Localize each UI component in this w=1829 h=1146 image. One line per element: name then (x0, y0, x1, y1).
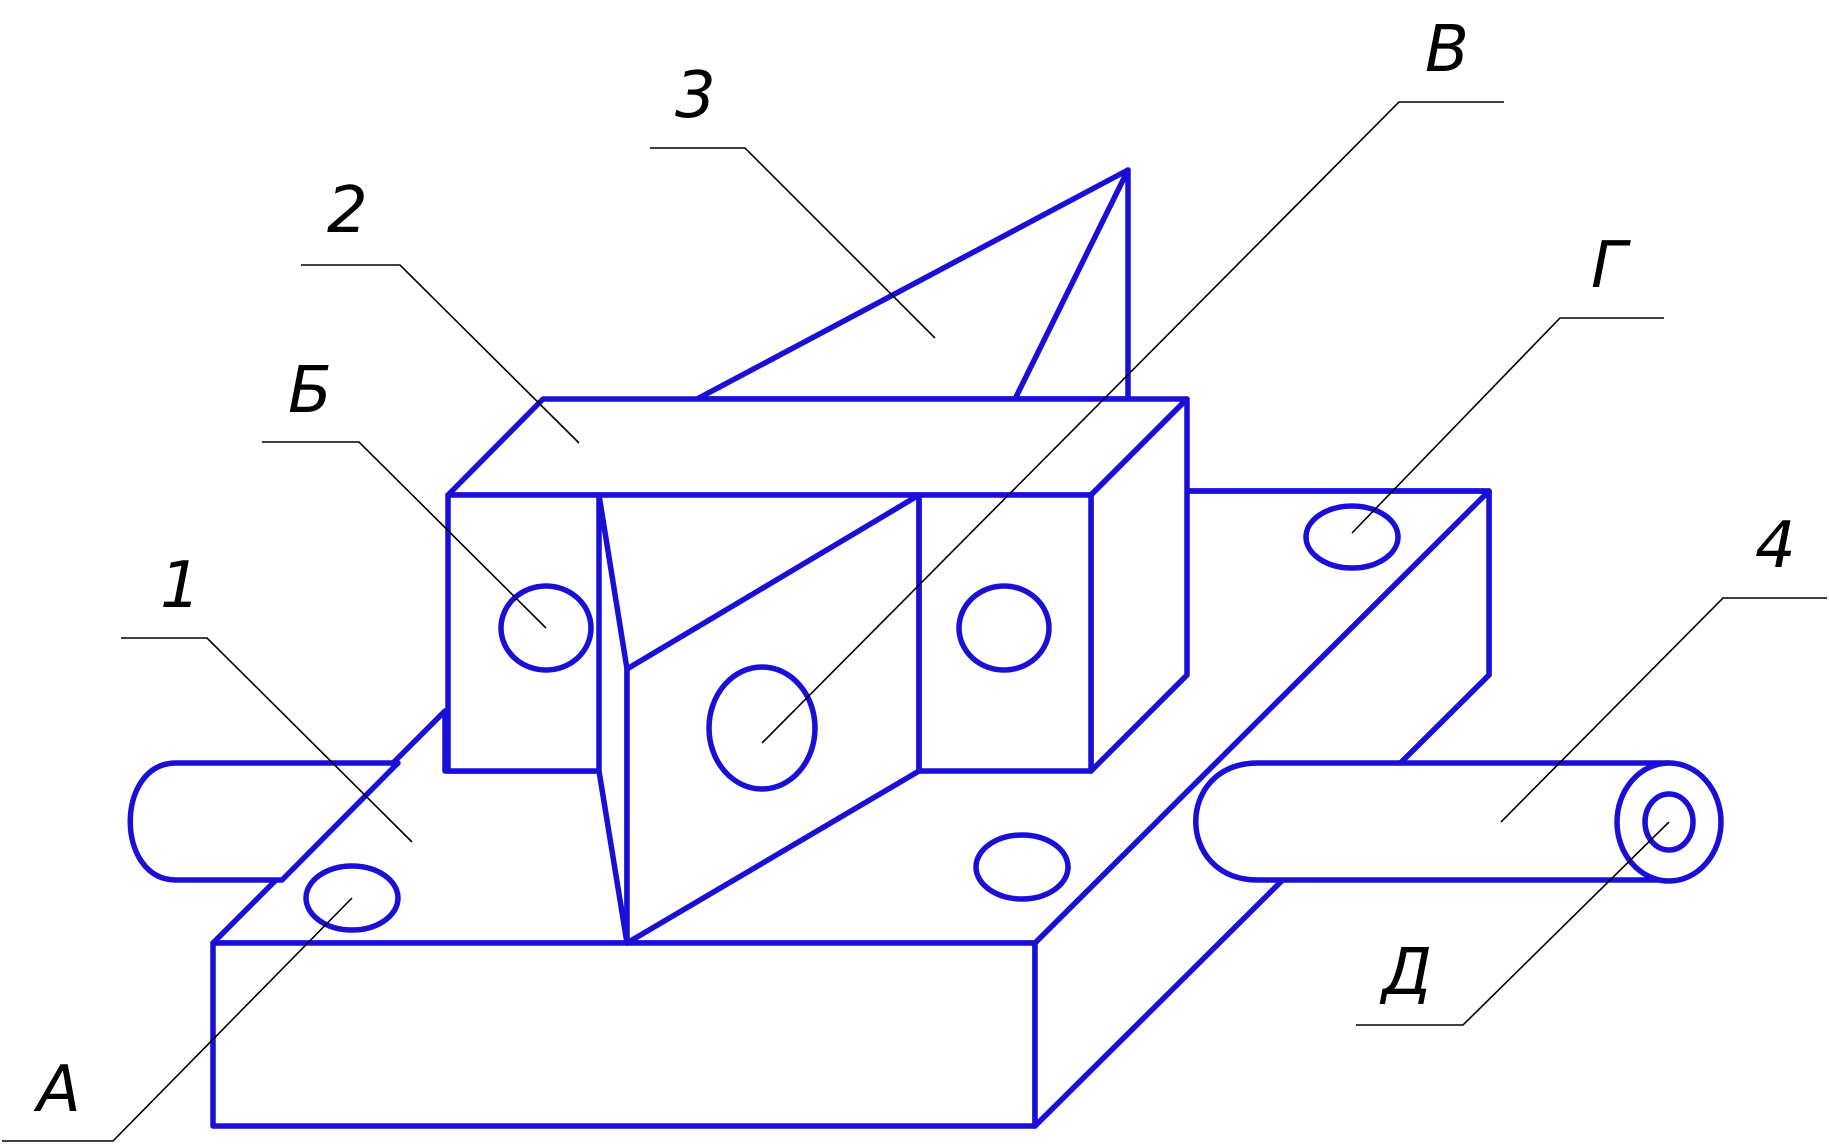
triangular-plate-inner-edge (1012, 167, 1131, 402)
leader-2 (301, 264, 580, 444)
hole-g-plate (1303, 503, 1401, 571)
hole-block-right (956, 583, 1052, 673)
leader-4 (1500, 597, 1827, 823)
leader-3 (650, 147, 936, 339)
hole-v-wedge (706, 664, 818, 792)
callout-g: Г (1591, 229, 1631, 303)
leader-b (262, 441, 547, 629)
leader-v (761, 101, 1504, 744)
callout-v: В (1425, 13, 1469, 87)
callout-d: Д (1379, 936, 1432, 1010)
triangular-plate (694, 167, 1131, 402)
leader-1 (121, 637, 413, 843)
leader-a (2, 897, 353, 1142)
callout-2: 2 (327, 174, 368, 248)
cylindrical-pin (1193, 760, 1724, 884)
leader-d (1356, 821, 1670, 1026)
clamp-block-top-face (445, 396, 1190, 498)
left-pin-body (127, 760, 401, 883)
callout-b: Б (288, 354, 332, 428)
callout-3: 3 (675, 59, 716, 133)
hole-plate-center (973, 832, 1071, 902)
base-plate-front-face (210, 940, 1038, 1129)
callout-4: 4 (1755, 509, 1796, 583)
cylindrical-pin-body (1193, 760, 1672, 883)
leader-lines (2, 101, 1827, 1142)
leader-g (1351, 317, 1664, 534)
callout-a: А (33, 1053, 81, 1127)
callout-1: 1 (160, 549, 201, 623)
